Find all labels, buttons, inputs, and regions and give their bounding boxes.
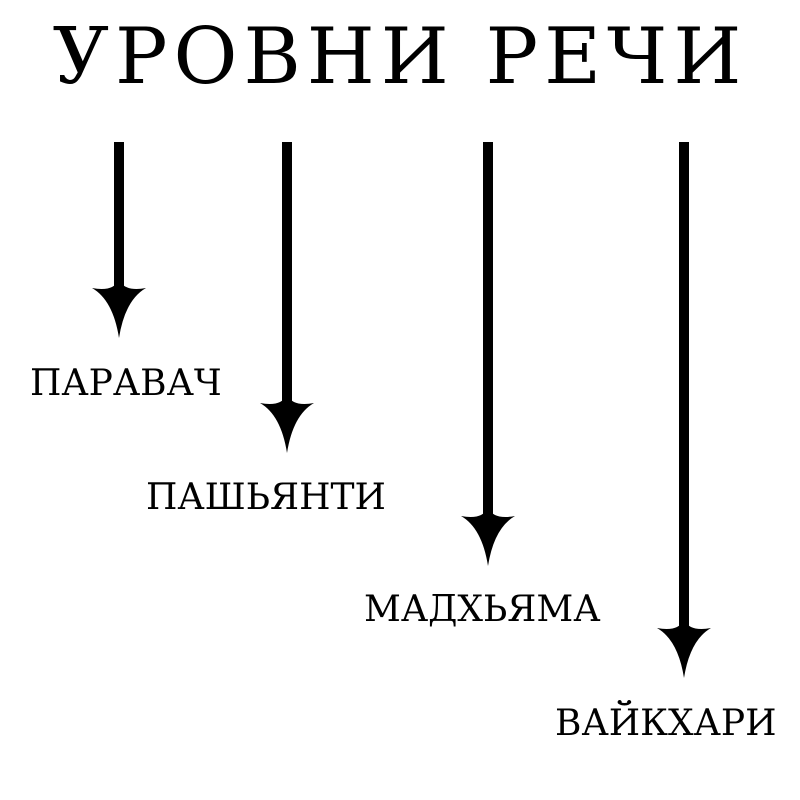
arrow-1-shaft <box>282 142 292 417</box>
arrow-3-shaft <box>679 142 689 642</box>
arrow-1-head <box>260 395 314 453</box>
arrow-3 <box>657 142 711 678</box>
diagram-title: УРОВНИ РЕЧИ <box>52 12 748 102</box>
arrow-0 <box>92 142 146 338</box>
level-label-pashyanti: ПАШЬЯНТИ <box>146 477 386 518</box>
arrow-3-head <box>657 620 711 678</box>
level-label-vaikhari: ВАЙКХАРИ <box>555 703 777 744</box>
arrow-2-shaft <box>483 142 493 530</box>
level-label-madhyama: МАДХЬЯМА <box>364 589 601 630</box>
arrow-2-head <box>461 508 515 566</box>
arrow-1 <box>260 142 314 453</box>
arrow-0-head <box>92 280 146 338</box>
arrow-2 <box>461 142 515 566</box>
level-label-paravach: ПАРАВАЧ <box>30 363 222 404</box>
arrow-0-shaft <box>114 142 124 302</box>
